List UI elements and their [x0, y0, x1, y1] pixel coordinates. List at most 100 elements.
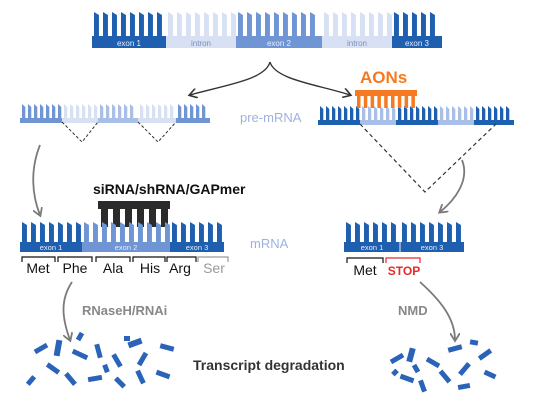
left-premrna-segment-2-band: [98, 118, 138, 123]
right-premrna-segment-1-tooth: [368, 106, 372, 120]
rna-fragment-icon: [438, 369, 452, 384]
left-premrna-segment-0-tooth: [34, 104, 38, 118]
gene-segment-4-band: [392, 36, 442, 48]
left-premrna-segment-3-tooth: [152, 104, 156, 118]
rna-fragment-icon: [87, 374, 103, 383]
right-mrna-exon-1-tooth: [411, 222, 416, 242]
rna-fragment-icon: [102, 363, 110, 374]
left-premrna-segment-0-tooth: [28, 104, 32, 118]
sirna-tooth: [137, 209, 144, 227]
right-mrna-exon-0-tooth: [355, 222, 360, 242]
gene-segment-1-tooth: [186, 12, 191, 36]
right-premrna-segment-4-tooth: [506, 106, 510, 120]
rna-fragment-icon: [136, 351, 149, 367]
rna-fragment-icon: [425, 356, 441, 369]
right-premrna-segment-4-tooth: [488, 106, 492, 120]
right-mrna-exon-label-1: exon 3: [421, 243, 444, 252]
left-premrna-segment-0-tooth: [22, 104, 26, 118]
gene-segment-2-tooth: [274, 12, 279, 36]
right-premrna-segment-4-tooth: [494, 106, 498, 120]
left-mrna-exon-0-tooth: [76, 222, 81, 242]
left-premrna-segment-4-tooth: [184, 104, 188, 118]
left-premrna-segment-3-tooth: [164, 104, 168, 118]
gene-segment-2-tooth: [283, 12, 288, 36]
gene-segment-2-tooth: [301, 12, 306, 36]
left-mrna-exon-0-tooth: [67, 222, 72, 242]
left-mrna-exon-2-tooth: [190, 222, 195, 242]
arrow-to-left-premrna: [190, 61, 271, 95]
gene-segment-3-tooth: [378, 12, 383, 36]
gene-segment-0-tooth: [121, 12, 126, 36]
left-mrna-exon-1-tooth: [138, 222, 143, 242]
left-mrna-exon-1-tooth: [111, 222, 116, 242]
right-premrna-segment-0-tooth: [326, 106, 330, 120]
sirna-tooth: [149, 209, 156, 227]
rna-fragment-icon: [457, 382, 471, 391]
gene-segment-1-tooth: [222, 12, 227, 36]
left-premrna-segment-3-tooth: [170, 104, 174, 118]
left-premrna-segment-1-tooth: [88, 104, 92, 118]
right-mrna-exon-1-band: [400, 242, 464, 252]
right-premrna-segment-3-tooth: [452, 106, 456, 120]
nmd-label: NMD: [398, 303, 428, 318]
left-premrna-segment-0-tooth: [46, 104, 50, 118]
gene-segment-4-tooth: [421, 12, 426, 36]
left-premrna-segment-3-band: [138, 118, 176, 123]
gene-segment-3-tooth: [369, 12, 374, 36]
gene-segment-1-band: [166, 36, 236, 48]
left-mrna-exon-0-tooth: [40, 222, 45, 242]
rna-fragment-icon: [391, 368, 399, 377]
rnaseh-rnai-label: RNaseH/RNAi: [82, 303, 168, 318]
right-premrna-segment-3-tooth: [440, 106, 444, 120]
sirna-comb-icon: [98, 201, 170, 227]
right-premrna-segment-1-tooth: [362, 106, 366, 120]
sirna-backbone: [98, 201, 170, 209]
right-mrna-exon-label-0: exon 1: [361, 243, 384, 252]
right-mrna-exon-0-tooth: [391, 222, 396, 242]
right-premrna-segment-3-tooth: [446, 106, 450, 120]
left-mrna-exon-2-band: [170, 242, 224, 252]
pre-mrna-label: pre-mRNA: [240, 110, 302, 125]
gene-segment-4-tooth: [394, 12, 399, 36]
codon-phe: Phe: [62, 260, 88, 276]
rna-fragment-icon: [124, 336, 130, 341]
rna-fragment-icon: [406, 347, 416, 363]
left-mrna-exon-2-tooth: [172, 222, 177, 242]
left-premrna-segment-2-tooth: [118, 104, 122, 118]
right-premrna-segment-3-tooth: [458, 106, 462, 120]
right-premrna-segment-3-tooth: [470, 106, 474, 120]
left-splice-line-2: [137, 121, 177, 143]
rna-fragment-icon: [75, 331, 85, 342]
gene-segment-4-tooth: [412, 12, 417, 36]
left-mrna-exon-0-tooth: [31, 222, 36, 242]
rna-fragment-icon: [399, 373, 415, 384]
rna-fragment-icon: [483, 369, 497, 380]
gene-segment-3-tooth: [324, 12, 329, 36]
left-pre-mrna: [20, 104, 210, 123]
right-mrna-exon-0-tooth: [373, 222, 378, 242]
right-premrna-segment-1-band: [360, 120, 396, 125]
stop-codon: STOP: [387, 264, 421, 278]
left-mrna-exon-1-tooth: [129, 222, 134, 242]
gene-segment-0-tooth: [157, 12, 162, 36]
right-rna-fragments: [389, 339, 497, 393]
aon-tooth: [391, 96, 395, 108]
gene-segment-2-tooth: [247, 12, 252, 36]
right-premrna-segment-2-tooth: [428, 106, 432, 120]
left-premrna-segment-4-band: [176, 118, 210, 123]
right-premrna-segment-0-tooth: [356, 106, 360, 120]
left-mrna-exon-label-1: exon 2: [115, 243, 138, 252]
left-premrna-segment-1-tooth: [64, 104, 68, 118]
right-mrna-exon-0-tooth: [364, 222, 369, 242]
rna-fragment-icon: [447, 344, 463, 353]
right-codon-brackets: [346, 257, 421, 263]
left-mrna-exon-1-tooth: [93, 222, 98, 242]
gene-segment-3-tooth: [387, 12, 392, 36]
codon-ser: Ser: [203, 260, 225, 276]
right-premrna-segment-0-band: [318, 120, 360, 125]
gene-segment-3-tooth: [351, 12, 356, 36]
right-pre-mrna: [318, 106, 514, 125]
gene-label-4: exon 3: [405, 39, 430, 48]
rna-fragment-icon: [477, 348, 493, 361]
